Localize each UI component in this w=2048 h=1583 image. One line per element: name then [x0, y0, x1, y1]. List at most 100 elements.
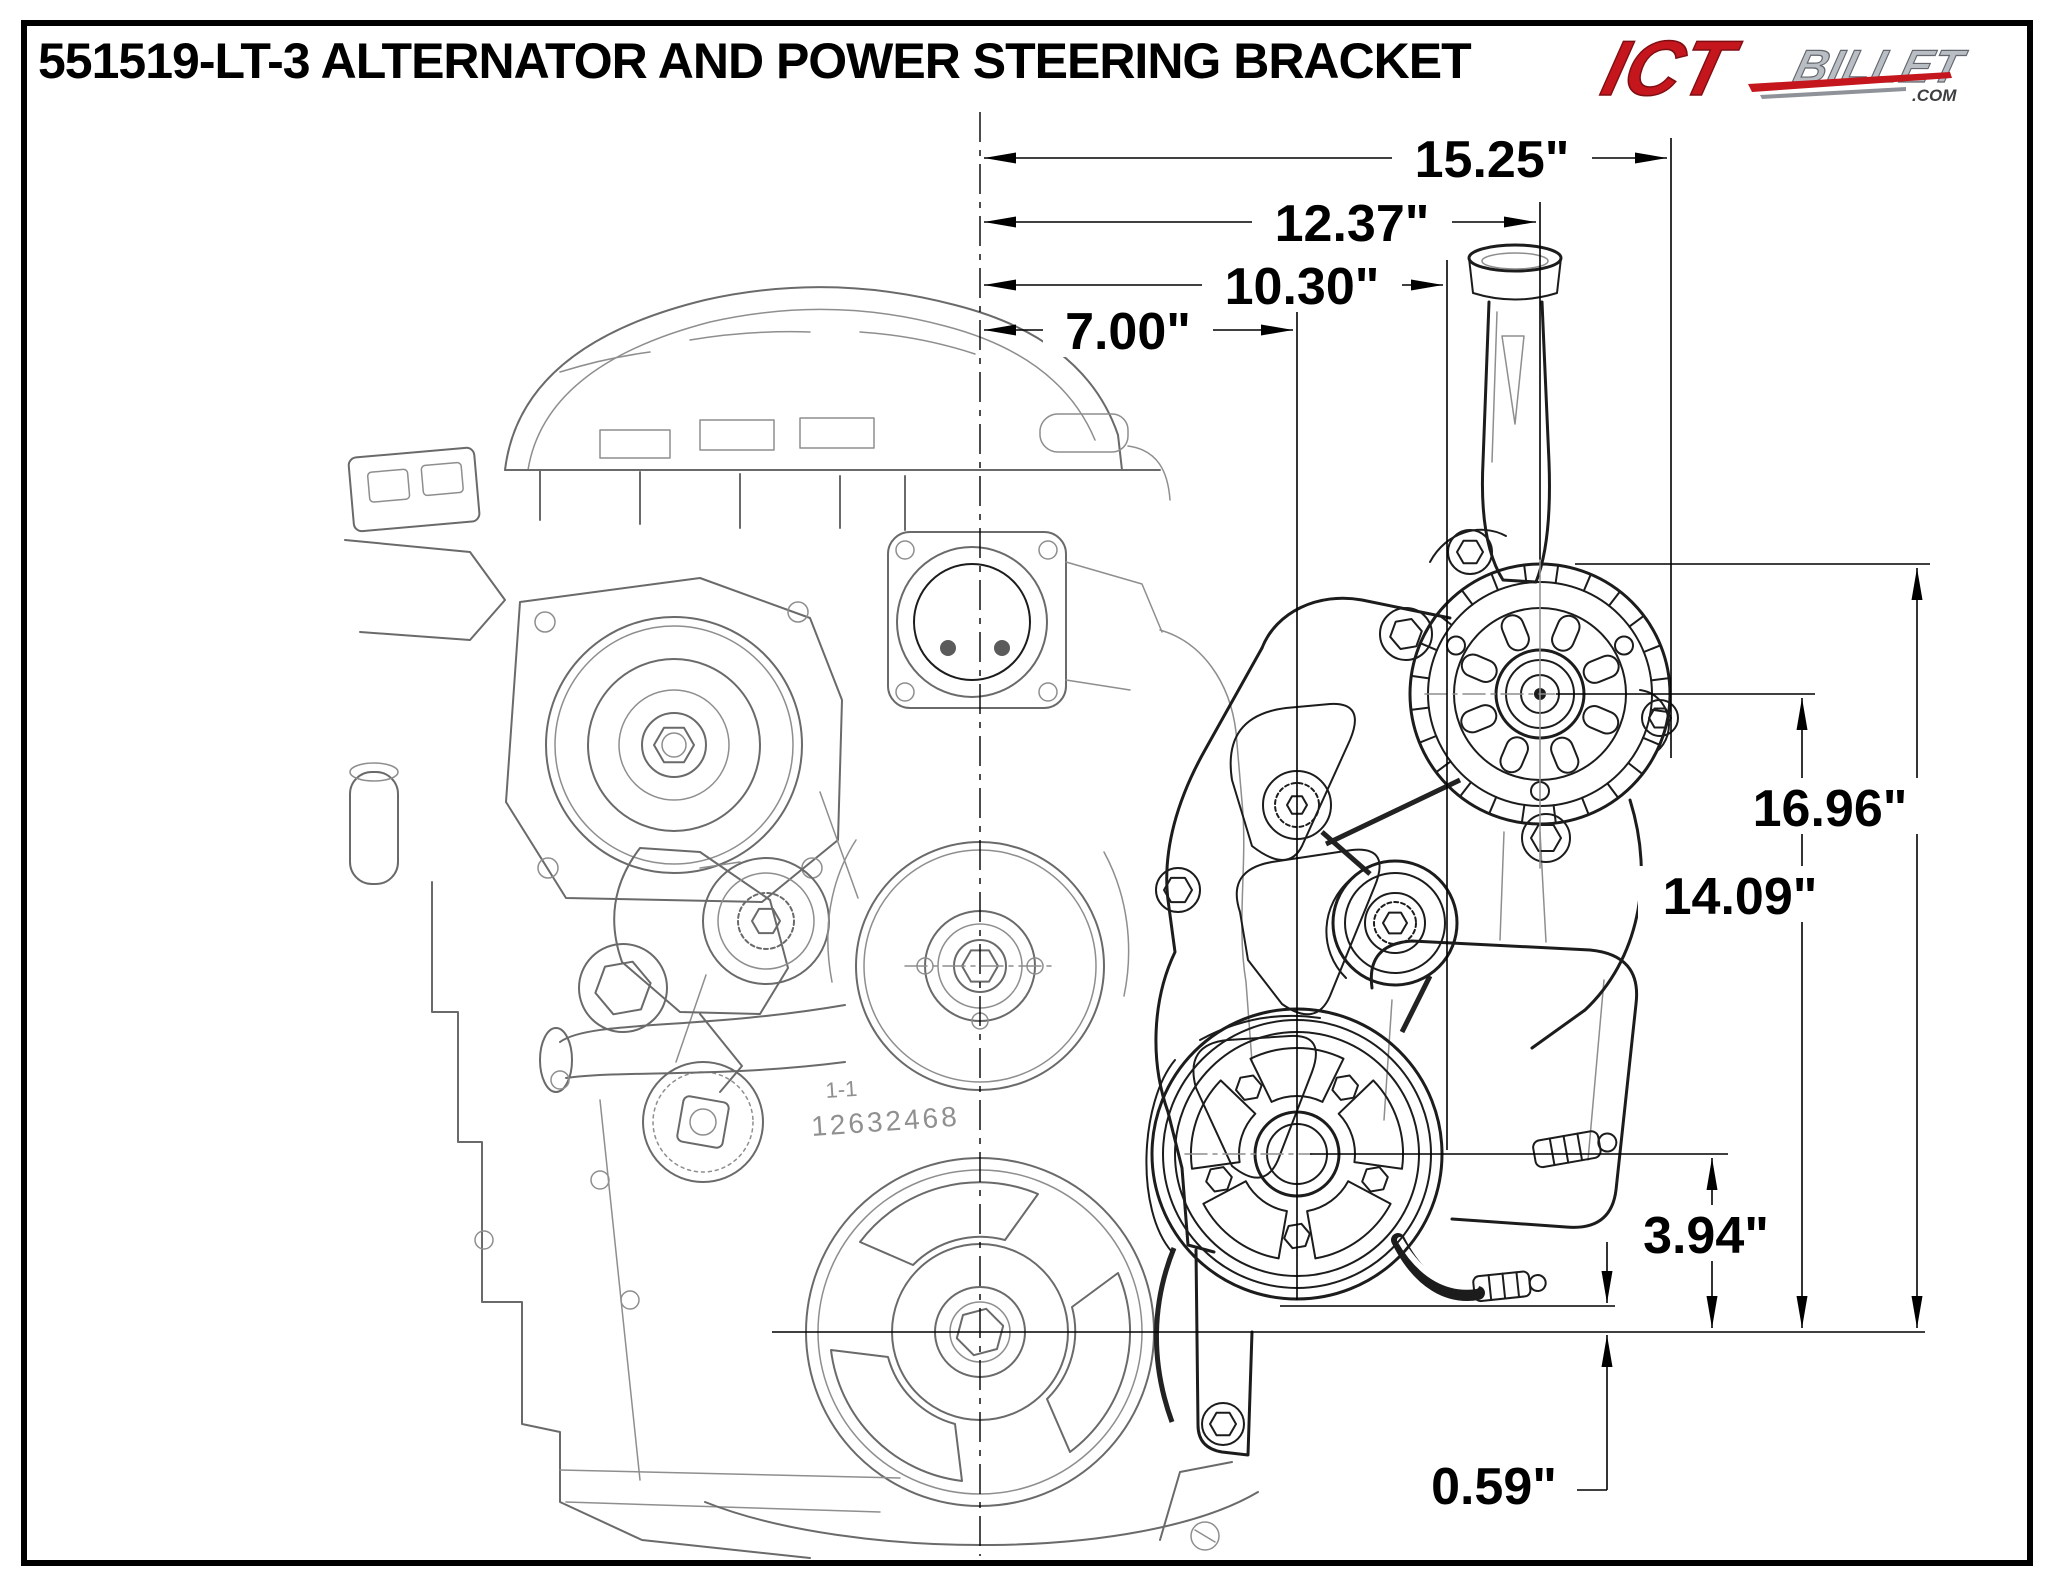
reservoir-cap	[1467, 243, 1563, 273]
bracket-tensioner-ring	[1344, 872, 1446, 974]
ps-spoke-window	[1249, 1046, 1345, 1103]
alternator-face-bolt	[1614, 635, 1634, 656]
alternator-top-ear	[1429, 528, 1507, 563]
barb-tip	[1528, 1274, 1547, 1293]
engine-tensioner-spline	[737, 892, 795, 950]
bolt-head	[620, 1290, 640, 1310]
alternator-fin	[1523, 565, 1528, 584]
ps-spoke-window	[1202, 1180, 1288, 1260]
hex-bolt-head	[751, 907, 781, 935]
cast-mark-line2: 12632468	[810, 1101, 960, 1142]
throttle-body-bore	[896, 546, 1048, 698]
alternator-ear-boss	[1447, 529, 1493, 575]
tensioner-pivot-boss	[578, 943, 668, 1033]
ict-billet-logo: ICT BILLET .COM	[1593, 23, 1971, 112]
bracket-assembly	[594, 243, 1679, 1457]
hex-bolt-head	[955, 1307, 1005, 1357]
alternator-fin	[1488, 796, 1498, 814]
ps-pulley-hex-nut	[1205, 1166, 1233, 1193]
alternator-vent-slot	[1500, 614, 1530, 652]
barb-ridges	[1487, 1271, 1521, 1301]
crank-kidney-slot	[1046, 1272, 1132, 1453]
alternator-face-bolt	[1446, 635, 1466, 656]
alternator-fin	[1606, 782, 1619, 798]
hex-bolt-head	[1209, 1411, 1237, 1437]
logo-underline-swoosh	[1748, 72, 1952, 92]
hex-bolt-head	[1382, 911, 1408, 935]
dimension-label-7-00: 7.00"	[1065, 303, 1191, 361]
belt-segments	[1154, 777, 1462, 1423]
throttle-body-flange	[887, 531, 1067, 709]
alternator-fin	[1419, 735, 1438, 744]
bolt-head	[534, 611, 556, 633]
bracket-tensioner-spline	[1373, 901, 1417, 945]
dimension-label-10-30: 10.30"	[1225, 258, 1380, 316]
bolt-head	[895, 682, 915, 702]
alternator-fin	[1436, 760, 1452, 773]
ps-spoke-window	[1337, 1079, 1405, 1170]
label-whiteout	[1638, 866, 1842, 922]
hex-bolt-head	[594, 960, 652, 1016]
alternator-lower-mount-boss	[1521, 813, 1571, 863]
hex-bolt-head	[1163, 876, 1193, 904]
dimension-label-16-96: 16.96"	[1753, 780, 1908, 838]
label-whiteout	[1624, 1205, 1789, 1261]
hex-bolt-head	[1286, 795, 1308, 815]
alternator-vent-slot	[1460, 704, 1498, 734]
dimension-label-3-94: 3.94"	[1643, 1207, 1769, 1265]
block-left-outline	[431, 881, 811, 1559]
bracket-top-edge	[1260, 596, 1452, 650]
hex-bolt-head	[1648, 707, 1672, 729]
alternator-fin	[1437, 613, 1453, 626]
alternator-vent-slots	[1460, 614, 1620, 774]
page-border	[21, 20, 2033, 1566]
tb-to-block-lines	[1065, 561, 1163, 691]
logo-underline-thin	[1760, 87, 1906, 99]
left-accessory-pulley-ring	[587, 658, 761, 832]
ps-spoke-window	[1306, 1180, 1392, 1260]
bracket-bolt-boss	[1379, 607, 1433, 661]
bracket-pocket	[1192, 1034, 1317, 1179]
barb-ridges	[1548, 1132, 1584, 1167]
return-hose-barb	[1472, 1270, 1547, 1303]
ps-pulley-spoke-windows	[1189, 1046, 1405, 1260]
bolt-head	[537, 857, 559, 879]
alternator-fin	[1459, 781, 1472, 797]
dimension-label-15-25: 15.25"	[1415, 131, 1570, 189]
alternator-fin	[1490, 573, 1499, 592]
throttle-blade-screw	[940, 640, 956, 656]
bolt-head	[895, 540, 915, 560]
engine-tensioner-pulley	[702, 857, 830, 985]
reservoir-cap-inner	[1481, 252, 1549, 270]
bolt-head	[1038, 682, 1058, 702]
alternator-fin	[1461, 590, 1474, 606]
bracket-tensioner-ring	[1364, 892, 1426, 954]
ps-pump-housing	[1145, 1014, 1321, 1253]
left-accessory-pulley-ring	[618, 689, 730, 801]
label-whiteout	[1043, 303, 1213, 357]
bracket-bolt-boss	[1155, 867, 1201, 913]
left-hose-fitting-top	[349, 762, 399, 782]
pan-screw-slot	[1194, 1529, 1216, 1543]
coil-pack-detail	[420, 461, 464, 497]
hex-bolt-head	[1530, 824, 1562, 852]
alternator-fin	[1581, 796, 1590, 815]
ribbed-wheel	[642, 1061, 764, 1183]
alternator-fin	[1642, 644, 1661, 653]
reservoir-jug-detail	[1383, 979, 1605, 1161]
crank-kidney-slot	[859, 1181, 1039, 1266]
logo-tld-text: .COM	[1912, 86, 1957, 105]
water-pump-inlet-flange	[539, 1027, 573, 1093]
alternator-ear-boss	[1641, 699, 1679, 737]
hex-bolt-heads	[594, 539, 1672, 1437]
alternator-vent-slot	[1551, 614, 1581, 652]
hex-bolt-head	[1389, 618, 1423, 650]
manifold-runner-lines	[504, 469, 1161, 531]
bolt-head	[1038, 540, 1058, 560]
ribbed-wheel-hub	[676, 1095, 730, 1149]
bracket-lower-bolt-boss	[1201, 1402, 1245, 1446]
dimension-label-0-59: 0.59"	[1431, 1458, 1557, 1516]
label-whiteout	[1202, 258, 1402, 312]
bolt-head	[550, 1070, 570, 1090]
